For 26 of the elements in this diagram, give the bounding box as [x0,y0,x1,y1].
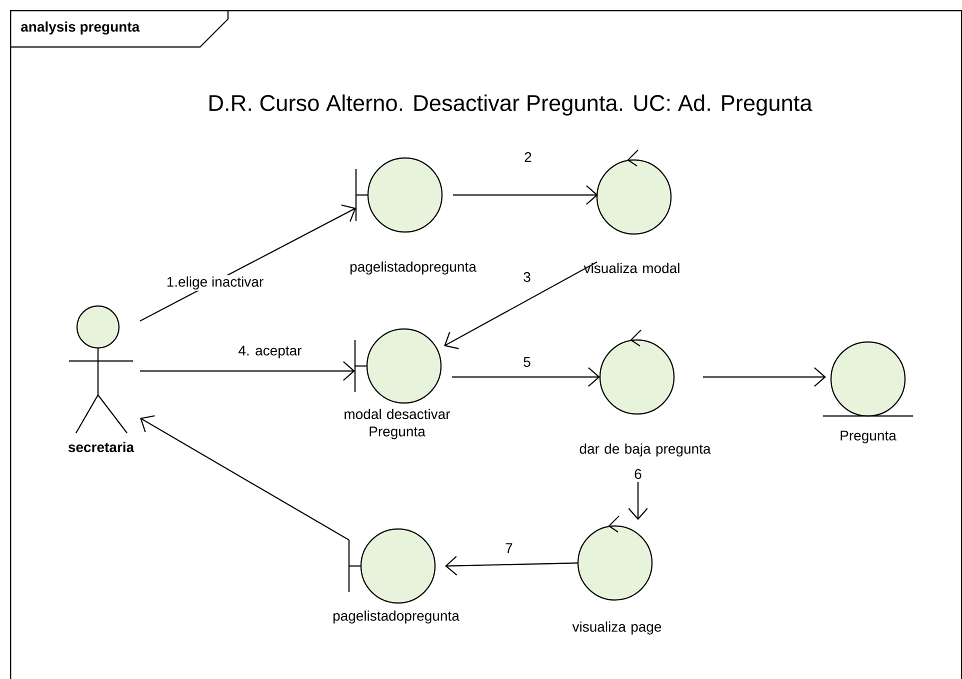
node-label: visualiza page [572,621,662,635]
edge-label: 7 [504,542,514,554]
arrow [628,482,648,520]
edge-label: 2 [522,150,534,164]
diagram-title: D.R. Curso Alterno. Desactivar Pregunta. UC: Ad. Pregunta [210,94,812,116]
node-label: pagelistadopregunta [350,261,476,275]
node-label: secretaria [68,442,134,452]
node-label: pagelistadopregunta [333,610,460,624]
edge-label: 6 [632,468,644,480]
edge-label: 5 [522,356,532,368]
arrow [140,415,350,541]
arrow [452,367,600,387]
arrow [453,185,598,205]
edge-label: 1.elige inactivar [165,275,265,291]
node-label: modal desactivar Pregunta [344,408,450,440]
edge-label: 4. aceptar [236,344,304,360]
arrow [445,556,578,576]
arrow [140,361,355,381]
node-label: Pregunta [840,430,896,444]
arrow [444,261,598,350]
arrow [140,204,356,322]
edge-label: 3 [522,270,532,284]
frame-tag: analysis pregunta [21,21,140,35]
node-label: dar de baja pregunta [580,443,711,457]
node-label: visualiza modal [584,262,680,274]
arrow [703,367,826,387]
